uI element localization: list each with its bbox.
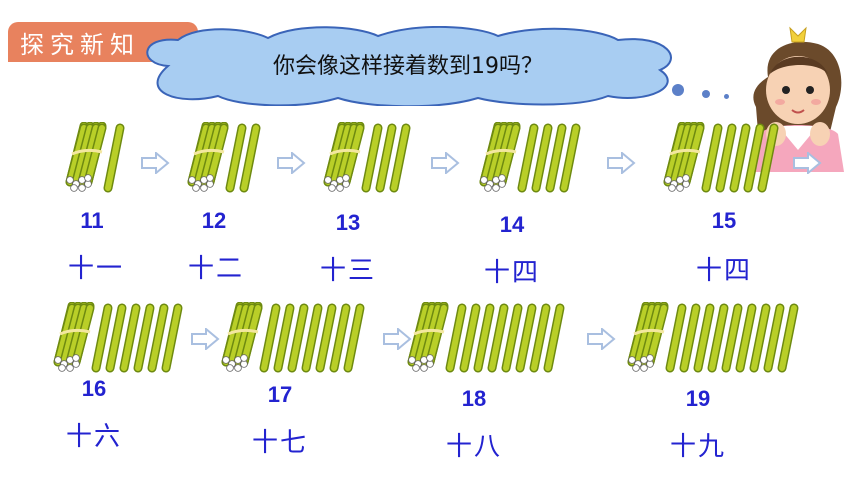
thought-cloud: 你会像这样接着数到19吗？ (128, 26, 688, 106)
cloud-shape (146, 26, 672, 106)
stick-bundle-group (323, 122, 411, 193)
stick-bundle-group (479, 122, 581, 193)
number-label: 16 (81, 376, 107, 401)
stick-bundle-group (53, 302, 183, 373)
chinese-number-label: 十四 (695, 256, 752, 286)
chinese-number-label: 十二 (187, 254, 244, 284)
number-label: 11 (80, 208, 104, 233)
chinese-number-label: 十四 (483, 258, 540, 288)
girl-illustration (752, 26, 844, 172)
stick-bundle-group (65, 122, 125, 193)
section-label: 探究新知 (20, 30, 140, 59)
chinese-number-label: 十三 (319, 256, 376, 286)
stick-bundle-group (187, 122, 261, 193)
right-arrow-icon (383, 328, 412, 350)
right-arrow-icon (191, 328, 220, 350)
stick-bundle-group (627, 302, 799, 373)
number-label: 15 (711, 208, 737, 233)
stick-bundle-group (407, 302, 565, 373)
number-label: 12 (201, 208, 227, 233)
thought-dot (724, 94, 729, 99)
thought-dot (702, 90, 710, 98)
number-label: 19 (685, 386, 711, 411)
chinese-number-label: 十六 (65, 422, 122, 452)
right-arrow-icon (277, 152, 306, 174)
chinese-number-label: 十一 (67, 254, 124, 284)
right-arrow-icon (141, 152, 170, 174)
stick-bundle-group (221, 302, 365, 373)
number-label: 13 (335, 210, 361, 235)
stick-bundle-group (663, 122, 779, 193)
chinese-number-label: 十七 (251, 428, 308, 458)
number-label: 14 (499, 212, 525, 237)
chinese-number-label: 十九 (669, 432, 726, 462)
right-arrow-icon (587, 328, 616, 350)
right-arrow-icon (607, 152, 636, 174)
chinese-number-label: 十八 (445, 432, 502, 462)
right-arrow-icon (431, 152, 460, 174)
number-label: 18 (461, 386, 487, 411)
number-label: 17 (267, 382, 293, 407)
right-arrow-icon (793, 152, 822, 174)
cloud-question: 你会像这样接着数到19吗？ (273, 54, 543, 79)
thought-dot (672, 84, 684, 96)
